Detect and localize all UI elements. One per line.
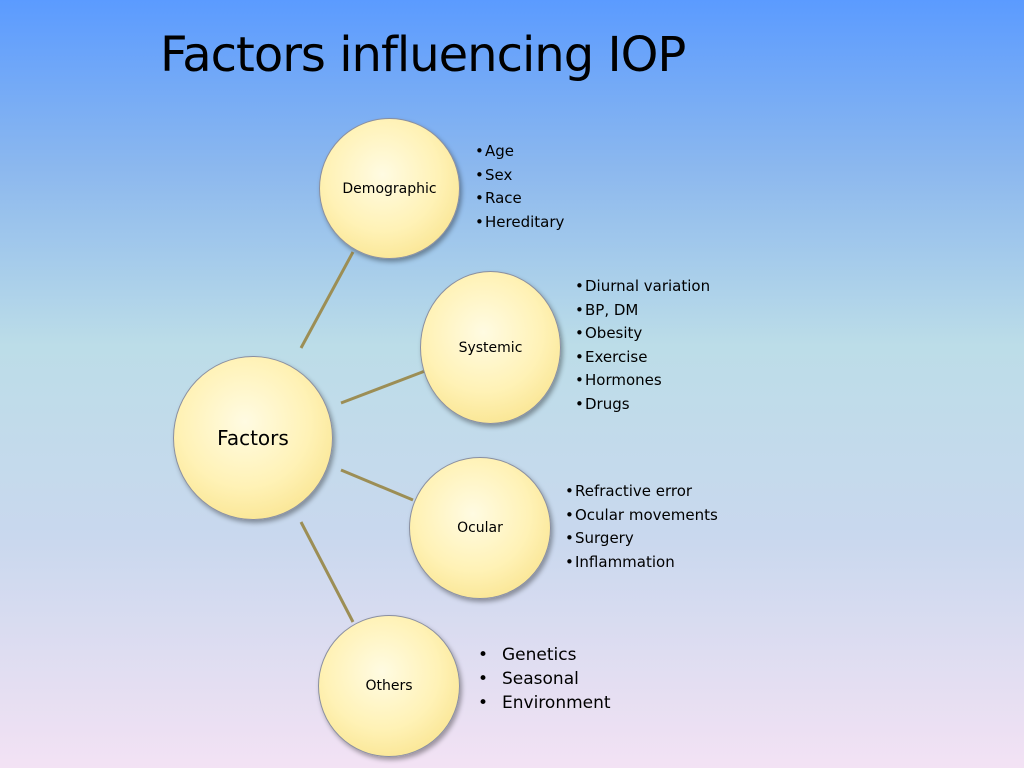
list-demographic: •Age •Sex •Race •Hereditary bbox=[475, 140, 564, 234]
connector-systemic bbox=[340, 369, 426, 405]
slide-title: Factors influencing IOP bbox=[160, 27, 686, 83]
connector-ocular bbox=[340, 468, 414, 502]
node-demographic-label: Demographic bbox=[342, 180, 437, 197]
list-item: •Ocular movements bbox=[565, 505, 718, 524]
node-demographic: Demographic bbox=[319, 118, 460, 259]
node-factors-label: Factors bbox=[217, 426, 289, 450]
list-item: •Hereditary bbox=[475, 212, 565, 231]
connector-others bbox=[299, 521, 355, 623]
list-item: •BP, DM bbox=[575, 300, 639, 319]
list-item: •Refractive error bbox=[565, 482, 693, 500]
list-ocular: •Refractive error •Ocular movements •Sur… bbox=[565, 480, 718, 574]
list-item: •Inflammation bbox=[565, 552, 675, 571]
list-item: •Hormones bbox=[575, 371, 662, 390]
list-item: •Obesity bbox=[575, 324, 643, 343]
list-item: •Drugs bbox=[575, 394, 630, 413]
list-item: •Race bbox=[475, 189, 522, 208]
list-item: •Genetics bbox=[478, 645, 577, 665]
node-systemic: Systemic bbox=[420, 271, 561, 424]
node-systemic-label: Systemic bbox=[458, 339, 523, 356]
list-item: •Sex bbox=[475, 165, 513, 184]
list-systemic: •Diurnal variation •BP, DM •Obesity •Exe… bbox=[575, 275, 710, 417]
connector-demographic bbox=[299, 251, 355, 349]
node-others: Others bbox=[318, 615, 460, 757]
list-item: •Environment bbox=[478, 693, 611, 713]
node-others-label: Others bbox=[365, 678, 413, 694]
list-item: •Diurnal variation bbox=[575, 277, 711, 295]
list-others: •Genetics •Seasonal •Environment bbox=[478, 643, 611, 715]
list-item: •Exercise bbox=[575, 347, 648, 366]
list-item: •Seasonal bbox=[478, 669, 579, 689]
list-item: •Age bbox=[475, 142, 515, 160]
list-item: •Surgery bbox=[565, 529, 634, 548]
node-ocular-label: Ocular bbox=[457, 520, 503, 536]
node-factors: Factors bbox=[173, 356, 333, 520]
node-ocular: Ocular bbox=[409, 457, 551, 599]
